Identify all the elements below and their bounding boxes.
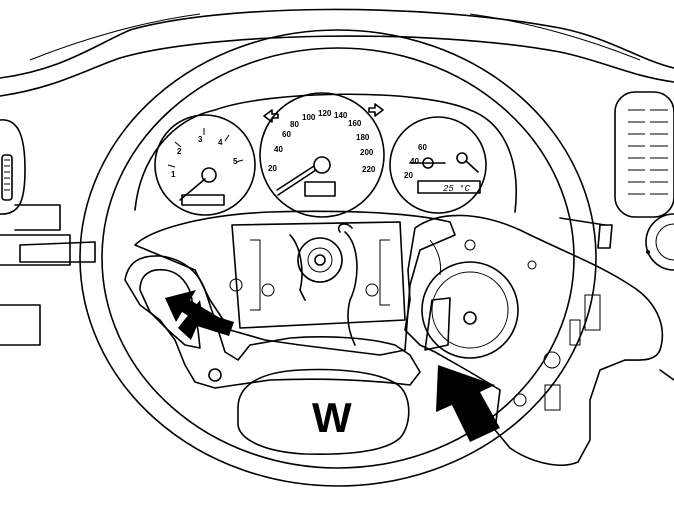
temp-tick-60: 60: [418, 143, 427, 152]
temp-tick-20: 20: [404, 171, 413, 180]
rpm-tick-3: 3: [198, 135, 203, 144]
steering-hub: [134, 210, 456, 356]
steering-wheel-rim: [79, 29, 597, 487]
climate-control-dial: [645, 213, 674, 271]
left-air-vent: [0, 119, 26, 215]
temp-tick-40: 40: [410, 157, 419, 166]
speed-tick-20: 20: [268, 164, 277, 173]
arrow-right-large: [436, 365, 500, 442]
speed-tick-160: 160: [348, 119, 362, 128]
indicator-arrows: [165, 290, 500, 442]
rpm-tick-1: 1: [171, 170, 176, 179]
speed-tick-80: 80: [290, 120, 299, 129]
speed-tick-200: 200: [360, 148, 374, 157]
temperature-gauge: 60 40 20: [404, 143, 479, 180]
rpm-tick-2: 2: [177, 147, 182, 156]
speed-tick-120: 120: [318, 109, 332, 118]
arrow-left-lower: [178, 300, 234, 340]
airbag-label: W: [312, 394, 352, 441]
speed-tick-180: 180: [356, 133, 370, 142]
rpm-tick-5: 5: [233, 157, 238, 166]
rpm-tick-4: 4: [218, 138, 223, 147]
speed-tick-220: 220: [362, 165, 376, 174]
speed-tick-140: 140: [334, 111, 348, 120]
speed-tick-100: 100: [302, 113, 316, 122]
right-air-vent: [614, 91, 674, 218]
temperature-display: 25 °C: [443, 184, 471, 194]
airbag-pad: W: [237, 368, 410, 455]
speed-tick-60: 60: [282, 130, 291, 139]
speed-tick-40: 40: [274, 145, 283, 154]
speedometer: 20 40 60 80 100 120 140 160 180 200 220: [268, 109, 376, 196]
dashboard: [0, 8, 674, 381]
left-spoke: [124, 255, 421, 389]
instrument-cluster: 25 °C: [134, 92, 517, 218]
right-spoke-housing: [404, 214, 664, 466]
rpm-gauge: 1 2 3 4 5: [167, 128, 244, 201]
